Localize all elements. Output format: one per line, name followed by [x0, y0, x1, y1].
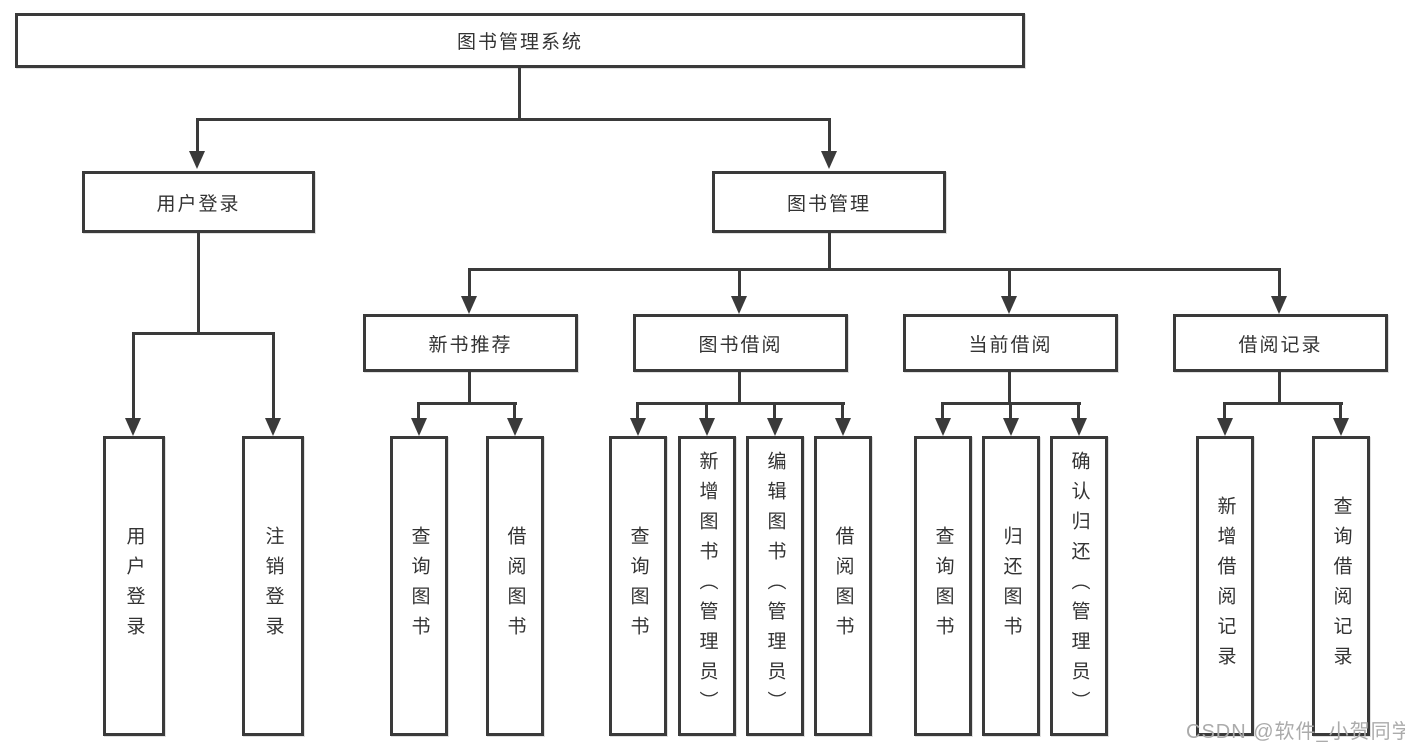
connector-line — [738, 268, 741, 296]
connector-line — [773, 402, 776, 419]
connector-line — [196, 118, 831, 121]
leaf-label: 新增借阅记录 — [1214, 496, 1236, 676]
connector-line — [132, 332, 135, 419]
connector-line — [1278, 268, 1281, 296]
connector-line — [468, 372, 471, 405]
connector-arrow — [1271, 296, 1287, 314]
connector-line — [636, 402, 639, 419]
connector-arrow — [461, 296, 477, 314]
leaf-borrow-books: 借阅图书 — [814, 436, 872, 736]
connector-line — [636, 402, 845, 405]
leaf-query-books-current: 查询图书 — [914, 436, 972, 736]
leaf-query-borrow-record: 查询借阅记录 — [1312, 436, 1370, 736]
connector-line — [705, 402, 708, 419]
leaf-add-books-admin: 新增图书（管理员） — [678, 436, 736, 736]
connector-arrow — [821, 151, 837, 169]
connector-line — [1223, 402, 1343, 405]
node-library-system: 图书管理系统 — [15, 13, 1025, 68]
connector-line — [468, 268, 1281, 271]
leaf-label: 编辑图书（管理员） — [764, 451, 786, 721]
leaf-label: 注销登录 — [262, 526, 284, 646]
node-new-book-recommend: 新书推荐 — [363, 314, 578, 372]
leaf-edit-books-admin: 编辑图书（管理员） — [746, 436, 804, 736]
node-borrow-records: 借阅记录 — [1173, 314, 1388, 372]
connector-arrow — [1071, 418, 1087, 436]
leaf-query-books-recommend: 查询图书 — [390, 436, 448, 736]
connector-arrow — [699, 418, 715, 436]
node-book-borrow: 图书借阅 — [633, 314, 848, 372]
connector-arrow — [1217, 418, 1233, 436]
connector-arrow — [935, 418, 951, 436]
connector-arrow — [1003, 418, 1019, 436]
connector-line — [1077, 402, 1080, 419]
connector-arrow — [507, 418, 523, 436]
leaf-label: 新增图书（管理员） — [696, 451, 718, 721]
connector-line — [1008, 268, 1011, 296]
node-book-management: 图书管理 — [712, 171, 946, 233]
leaf-label: 借阅图书 — [504, 526, 526, 646]
connector-arrow — [731, 296, 747, 314]
leaf-add-borrow-record: 新增借阅记录 — [1196, 436, 1254, 736]
connector-line — [828, 233, 831, 271]
connector-arrow — [265, 418, 281, 436]
leaf-label: 查询图书 — [932, 526, 954, 646]
connector-arrow — [125, 418, 141, 436]
leaf-label: 归还图书 — [1000, 526, 1022, 646]
connector-line — [841, 402, 844, 419]
leaf-confirm-return-admin: 确认归还（管理员） — [1050, 436, 1108, 736]
leaf-borrow-books-recommend: 借阅图书 — [486, 436, 544, 736]
connector-line — [417, 402, 420, 419]
leaf-label: 借阅图书 — [832, 526, 854, 646]
connector-line — [468, 268, 471, 296]
connector-arrow — [1001, 296, 1017, 314]
connector-line — [1278, 372, 1281, 405]
connector-line — [941, 402, 944, 419]
leaf-label: 查询图书 — [627, 526, 649, 646]
connector-line — [828, 118, 831, 153]
connector-arrow — [630, 418, 646, 436]
node-user-login-group: 用户登录 — [82, 171, 315, 233]
connector-line — [197, 233, 200, 335]
leaf-user-login: 用户登录 — [103, 436, 165, 736]
connector-line — [417, 402, 517, 405]
connector-arrow — [1333, 418, 1349, 436]
connector-arrow — [835, 418, 851, 436]
leaf-logout: 注销登录 — [242, 436, 304, 736]
connector-line — [1009, 402, 1012, 419]
connector-line — [1339, 402, 1342, 419]
connector-arrow — [411, 418, 427, 436]
connector-line — [518, 66, 521, 120]
csdn-watermark: CSDN @软件_小贺同学 — [1186, 721, 1405, 743]
connector-line — [132, 332, 275, 335]
leaf-return-books: 归还图书 — [982, 436, 1040, 736]
connector-line — [1223, 402, 1226, 419]
leaf-label: 确认归还（管理员） — [1068, 451, 1090, 721]
connector-line — [272, 332, 275, 419]
connector-arrow — [767, 418, 783, 436]
leaf-label: 查询借阅记录 — [1330, 496, 1352, 676]
node-current-borrow: 当前借阅 — [903, 314, 1118, 372]
connector-line — [513, 402, 516, 419]
leaf-query-books-borrow: 查询图书 — [609, 436, 667, 736]
leaf-label: 用户登录 — [123, 526, 145, 646]
connector-line — [1008, 372, 1011, 405]
connector-line — [738, 372, 741, 405]
connector-line — [196, 118, 199, 153]
leaf-label: 查询图书 — [408, 526, 430, 646]
connector-arrow — [189, 151, 205, 169]
